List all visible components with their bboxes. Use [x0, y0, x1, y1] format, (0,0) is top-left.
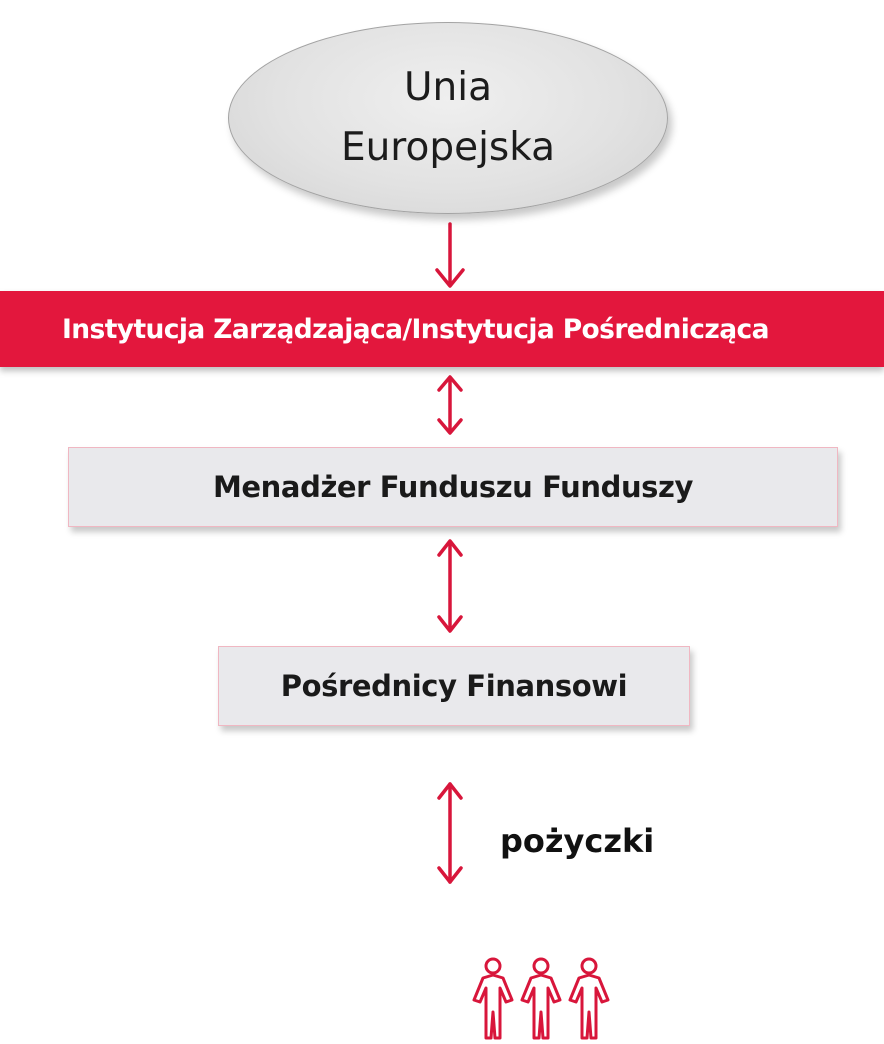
person-icon [472, 957, 514, 1040]
node-european-union: Unia Europejska [228, 22, 668, 214]
node-managing-authority: Instytucja Zarządzająca/Instytucja Pośre… [0, 291, 884, 367]
node-financial-intermediaries: Pośrednicy Finansowi [218, 646, 690, 726]
node-european-union-line2: Europejska [340, 125, 556, 170]
person-icon [520, 957, 562, 1040]
arrow-fund-manager-intermediaries [437, 539, 463, 633]
arrow-eu-to-managing-authority [435, 222, 465, 288]
node-european-union-line1: Unia [404, 65, 492, 110]
person-icon [568, 957, 610, 1040]
node-fund-manager: Menadżer Funduszu Funduszy [68, 447, 838, 527]
edge-label-loans: pożyczki [500, 822, 655, 860]
arrow-intermediaries-beneficiaries [437, 782, 463, 884]
people-group-icon [472, 957, 610, 1040]
arrow-managing-authority-fund-manager [437, 375, 463, 435]
